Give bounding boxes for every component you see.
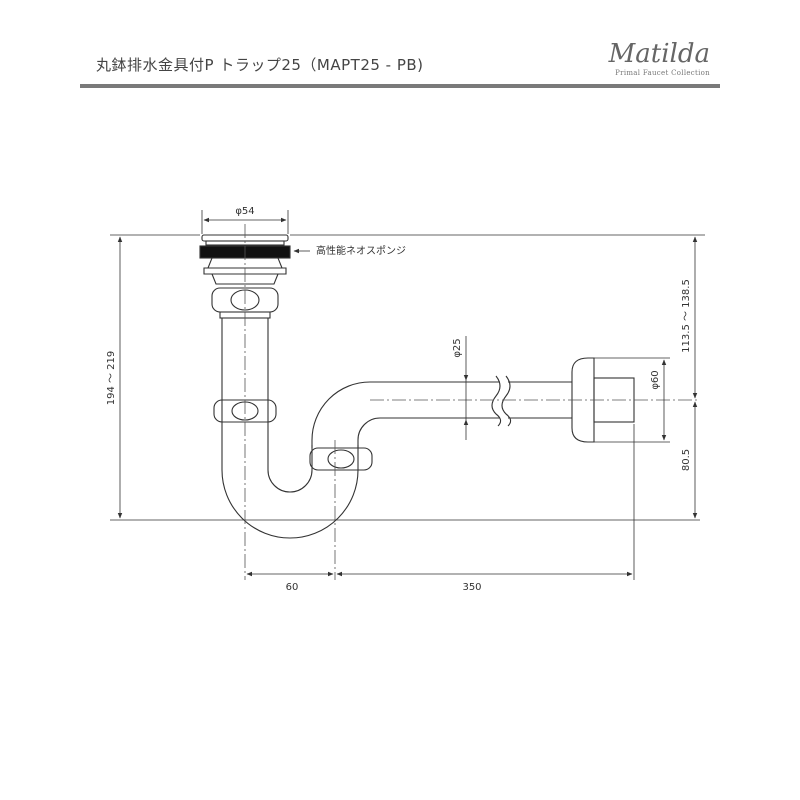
label-lower-height: 80.5 xyxy=(681,449,692,471)
lower-slip-nut-center xyxy=(327,449,355,469)
label-top-diameter: φ54 xyxy=(235,206,254,217)
header-rule xyxy=(80,84,720,88)
label-pipe-diameter: φ25 xyxy=(452,338,463,357)
brand-subtitle: Primal Faucet Collection xyxy=(615,69,710,77)
label-flange-diameter: φ60 xyxy=(650,370,661,389)
drain-nut xyxy=(211,273,279,285)
u-bend-outer xyxy=(221,469,359,539)
label-upper-height: 113.5 ～ 138.5 xyxy=(681,279,692,353)
header: 丸鉢排水金具付P トラップ25（MAPT25 - PB) Matilda Pri… xyxy=(0,0,800,100)
label-horizontal-length: 350 xyxy=(462,582,481,593)
u-bend-inner xyxy=(267,469,313,493)
trap-body xyxy=(199,234,635,539)
elbow-outer xyxy=(311,381,500,448)
page-title: 丸鉢排水金具付P トラップ25（MAPT25 - PB) xyxy=(96,56,424,74)
brand-name: Matilda xyxy=(608,39,710,69)
elbow-inner xyxy=(357,417,500,448)
lower-slip-nut xyxy=(309,447,373,471)
label-trap-width: 60 xyxy=(286,582,299,593)
center-lines xyxy=(244,224,700,580)
break-mark-right xyxy=(501,375,512,427)
drain-flange xyxy=(203,267,287,275)
dimension-lines xyxy=(110,210,705,580)
break-mark-left xyxy=(491,375,502,427)
label-sponge: 高性能ネオスポンジ xyxy=(316,244,406,257)
label-total-height: 194 ～ 219 xyxy=(106,351,117,406)
brand-logo: Matilda Primal Faucet Collection xyxy=(609,40,710,77)
